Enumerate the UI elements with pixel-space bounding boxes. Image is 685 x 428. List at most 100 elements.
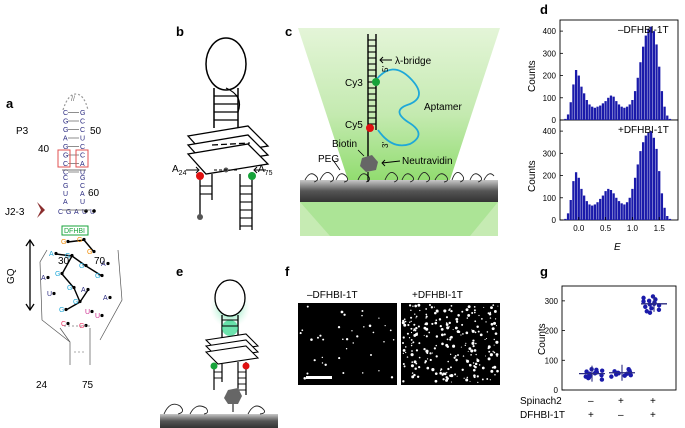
fluorescent-spot [484,338,486,341]
fluorescent-spot [469,380,471,382]
hist-bar [658,171,661,220]
fluorescent-spot [445,322,448,324]
nt-left: U [63,191,68,198]
fluorescent-spot [342,338,344,341]
hist-bar [617,104,621,120]
gq-node-dot [86,287,90,292]
fluorescent-spot [440,368,443,371]
fluorescent-spot [361,314,363,317]
hist-bar [604,101,607,120]
scatter-point [643,304,648,309]
fluorescent-spot [486,331,489,333]
panel-label-e: e [176,264,183,279]
fluorescent-spot [406,332,409,335]
gq-nucleotide: U [85,309,90,316]
scatter-point [609,374,614,379]
fluorescent-spot [321,362,324,364]
fluorescent-spot [490,306,493,310]
fluorescent-spot [418,342,421,345]
hist-bar [617,201,621,220]
fluorescent-spot [433,347,437,350]
cy3-dot-c [372,78,380,86]
hist-bar [623,204,626,220]
fluorescent-spot [306,305,309,308]
hist-bar [633,91,637,120]
fluorescent-spot [338,357,341,360]
fluorescent-spot [352,342,354,344]
gq-node-dot [78,299,82,304]
arrow-a24 [186,166,200,174]
fluorescent-spot [468,347,472,350]
fluorescent-spot [466,359,470,363]
hist-bar [644,135,647,220]
nt-right: G [80,110,85,117]
cy5-dot-e [242,362,250,370]
y-tick-label: 300 [543,49,557,58]
fluorescent-spot [478,364,481,366]
fluorescent-spot [450,309,453,313]
fluorescent-spot [417,325,420,328]
fluorescent-spot [434,379,438,383]
fluorescent-spot [453,356,456,359]
scatter-point [641,295,646,301]
fluorescent-spot [447,360,449,363]
row2-val-2: – [618,410,624,421]
hist-bar [625,202,629,220]
nt-junction: U [90,209,95,216]
hist-bar [609,190,613,220]
y-tick-label: 300 [543,149,557,158]
fluorescent-spot [438,318,442,321]
panel-label-b: b [176,24,184,39]
hist-bar [655,148,658,220]
peg-layer [304,171,495,183]
hist-bar [599,198,602,220]
fluorescent-spot [401,321,405,325]
num-75: 75 [82,380,94,391]
fluorescent-spot [403,366,405,368]
gq-nucleotide: A [103,295,108,302]
surface-e [160,414,278,428]
gq-nucleotide: C [61,321,66,328]
fluorescent-spot [411,350,413,352]
gq-nucleotide: A [49,251,54,258]
fluorescent-spot [345,348,348,350]
panel-label-a: a [6,96,14,111]
hist-bar [569,200,572,220]
fluorescent-spot [472,368,476,372]
nt-left: G [63,153,68,160]
fluorescent-spot [473,349,477,352]
gq-node-dot [90,309,94,314]
fluorescent-spot [410,316,413,319]
fluorescent-spot [445,323,449,326]
fluorescent-spot [411,375,415,379]
hist-bar [574,172,578,220]
hist-bar [625,106,629,120]
gq-nucleotide: G [65,253,70,260]
fluorescent-spot [406,356,409,358]
hist-bar [639,151,642,220]
fluorescent-spot [411,361,414,363]
fluorescent-spot [488,350,491,353]
fluorescent-spot [414,313,416,315]
fluorescent-spot [471,341,475,345]
y-tick-label: 0 [552,216,557,225]
hist-bar [580,86,583,120]
hist-bar [572,181,575,220]
fluorescent-spot [423,327,426,330]
fluorophore-glow [222,320,238,336]
fluorescent-spot [431,352,433,354]
fluorescent-spot [495,353,499,356]
neutravidin-shape [360,155,378,172]
fluorescent-spot [306,372,309,375]
loop-dashed [62,93,89,111]
fluorescent-spot [485,337,488,340]
fluorescent-spot [496,355,498,358]
fluorescent-spot [474,362,478,366]
fluorescent-spot [476,375,479,378]
fluorescent-spot [337,326,341,329]
fluorescent-spot [313,359,316,362]
fluorescent-spot [446,326,450,330]
nt-left: G [63,144,68,151]
cy5-label: Cy5 [345,120,363,131]
